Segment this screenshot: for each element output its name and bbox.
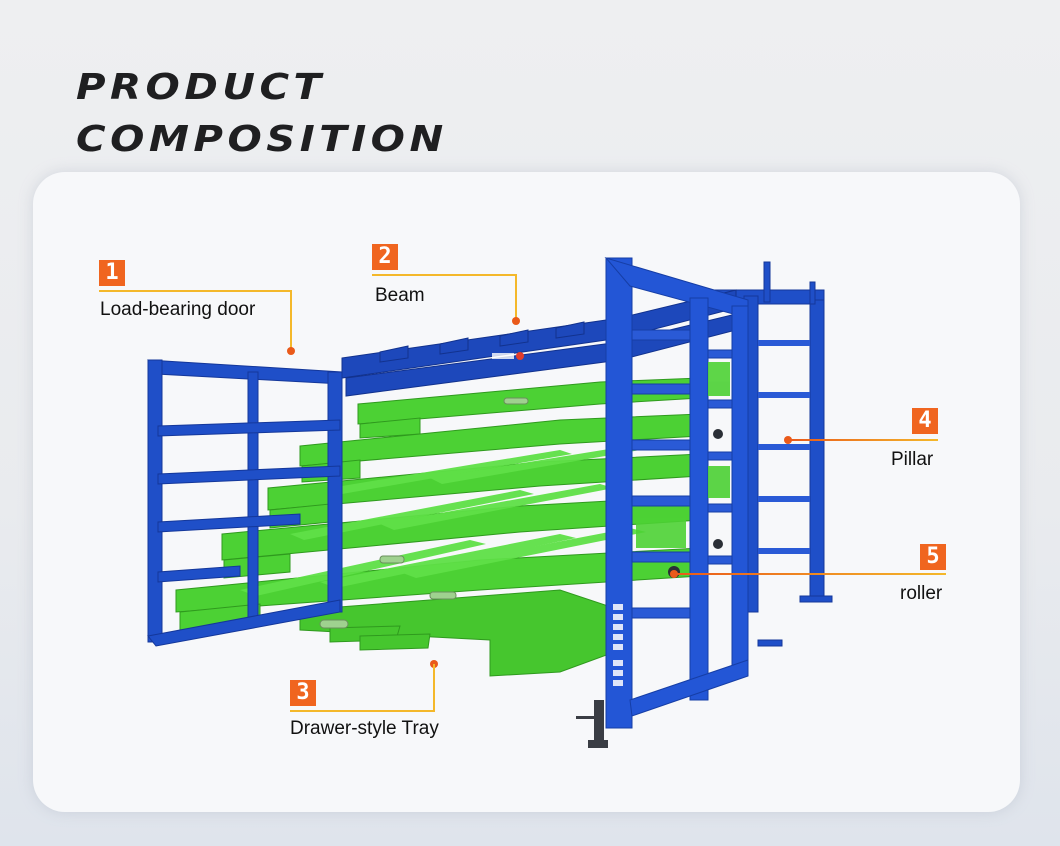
callout-line-1 <box>99 290 292 292</box>
callout-badge-2: 2 <box>372 244 398 270</box>
callout-dot-1 <box>287 347 295 355</box>
callout-badge-5: 5 <box>920 544 946 570</box>
callout-label-pillar: Pillar <box>891 449 934 470</box>
callout-label-load-bearing-door: Load-bearing door <box>100 299 256 320</box>
callout-dot-5 <box>670 570 678 578</box>
callout-line-2 <box>372 274 517 276</box>
callout-line-3 <box>290 710 435 712</box>
callout-label-drawer-style-tray: Drawer-style Tray <box>290 718 439 739</box>
callout-badge-4: 4 <box>912 408 938 434</box>
callout-badge-1: 1 <box>99 260 125 286</box>
callout-leader-3 <box>433 664 435 710</box>
callout-leader-2 <box>515 274 517 320</box>
callout-label-beam: Beam <box>375 285 425 306</box>
title-line-2: COMPOSITION <box>76 119 448 160</box>
callout-leader-1 <box>290 290 292 350</box>
callout-badge-3: 3 <box>290 680 316 706</box>
page-title: PRODUCT COMPOSITION <box>76 62 448 166</box>
callout-dot-2 <box>512 317 520 325</box>
callout-line-5 <box>676 573 946 575</box>
title-line-1: PRODUCT <box>76 67 326 108</box>
callout-dot-4 <box>784 436 792 444</box>
callout-line-4 <box>790 439 938 441</box>
callout-label-roller: roller <box>900 583 943 604</box>
